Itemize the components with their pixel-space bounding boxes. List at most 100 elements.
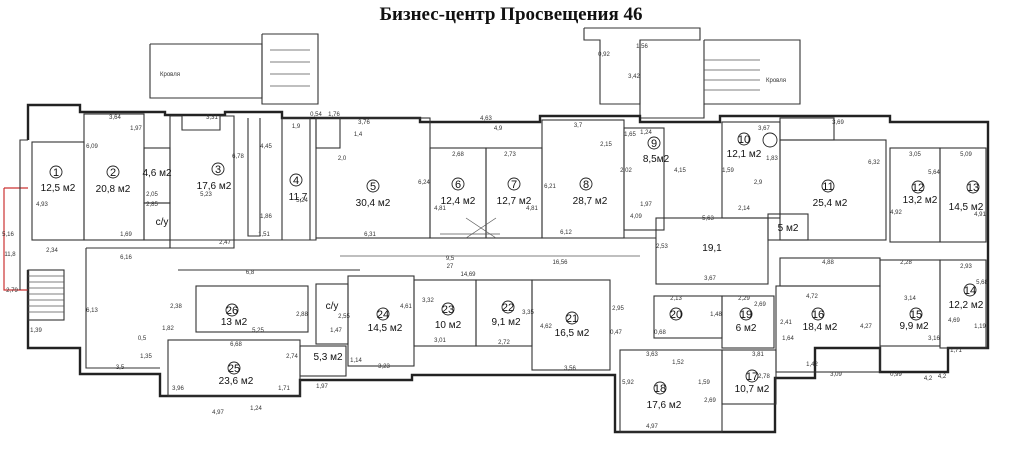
svg-text:14,69: 14,69 [460,272,476,278]
svg-text:1,48: 1,48 [710,312,722,318]
svg-text:14,5 м2: 14,5 м2 [368,323,403,334]
svg-text:2,28: 2,28 [900,260,912,266]
svg-text:12,4 м2: 12,4 м2 [441,196,476,207]
svg-text:3,09: 3,09 [830,372,842,378]
svg-text:6 м2: 6 м2 [736,323,757,334]
svg-text:19: 19 [740,309,752,321]
svg-text:1,35: 1,35 [140,354,152,360]
svg-text:12,2 м2: 12,2 м2 [949,300,984,311]
svg-text:4,45: 4,45 [260,144,272,150]
svg-text:10: 10 [738,134,750,146]
svg-text:5,64: 5,64 [928,170,940,176]
svg-text:6,31: 6,31 [364,232,376,238]
svg-text:3,69: 3,69 [832,120,844,126]
svg-text:8: 8 [583,179,589,191]
room-24: 24 14,5 м2 [368,307,403,334]
room-8: 8 28,7 м2 [573,177,608,207]
svg-text:13,2 м2: 13,2 м2 [903,195,938,206]
svg-text:6,78: 6,78 [232,154,244,160]
room-10: 10 12,1 м2 [727,132,778,160]
dimension-marks: 3,64 6,09 1,97 2,05 2,85 1,69 3,31 6,78 … [2,44,988,430]
svg-text:2,69: 2,69 [704,398,716,404]
svg-text:4,88: 4,88 [822,260,834,266]
room-11: 11 25,4 м2 [813,179,848,209]
svg-text:0,54: 0,54 [310,112,322,118]
svg-text:3: 3 [215,164,221,176]
svg-text:4,61: 4,61 [400,304,412,310]
svg-text:1,14: 1,14 [350,358,362,364]
svg-text:3,05: 3,05 [909,152,921,158]
svg-text:24: 24 [377,309,389,321]
svg-text:3,81: 3,81 [752,352,764,358]
svg-text:2,47: 2,47 [219,240,231,246]
corridor-length: 9,5 [446,256,455,262]
svg-text:2,72: 2,72 [498,340,510,346]
svg-text:6,8: 6,8 [246,270,255,276]
svg-text:4,62: 4,62 [540,324,552,330]
svg-text:2,9: 2,9 [754,180,763,186]
svg-text:0,68: 0,68 [654,330,666,336]
svg-text:2,15: 2,15 [600,142,612,148]
svg-text:3,32: 3,32 [422,298,434,304]
svg-text:20,8 м2: 20,8 м2 [96,184,131,195]
room-26: 26 13 м2 [221,303,248,328]
svg-text:2,88: 2,88 [296,312,308,318]
svg-text:2,38: 2,38 [170,304,182,310]
svg-text:6,68: 6,68 [230,342,242,348]
room-23: 23 10 м2 [435,302,462,331]
room-14: 14 12,2 м2 [949,283,984,311]
svg-text:1,97: 1,97 [130,126,142,132]
svg-text:4,72: 4,72 [806,294,818,300]
svg-text:30,4 м2: 30,4 м2 [356,198,391,209]
room-2: 2 20,8 м2 [96,165,131,195]
svg-text:5,09: 5,09 [960,152,972,158]
svg-text:13: 13 [967,182,979,194]
room-3: 3 17,6 м2 [197,162,232,192]
svg-text:25,4 м2: 25,4 м2 [813,198,848,209]
room-16: 16 18,4 м2 [803,307,838,333]
room-2a: 4,6 м2 [142,168,172,179]
room-25a: 5,3 м2 [313,352,343,363]
svg-text:12,7 м2: 12,7 м2 [497,196,532,207]
svg-text:2,85: 2,85 [146,202,158,208]
upper-structures: Кровля Кровля [149,27,801,119]
svg-text:4,69: 4,69 [948,318,960,324]
svg-text:1,56: 1,56 [636,44,648,50]
svg-text:11,8: 11,8 [4,252,16,258]
svg-text:3,23: 3,23 [378,364,390,370]
svg-text:3,5: 3,5 [116,365,125,371]
svg-text:3,42: 3,42 [628,74,640,80]
room-12: 12 13,2 м2 [903,180,938,206]
svg-text:17: 17 [746,371,758,383]
svg-text:13 м2: 13 м2 [221,317,248,328]
svg-text:20: 20 [670,309,682,321]
svg-text:2,95: 2,95 [612,306,624,312]
svg-text:14,5 м2: 14,5 м2 [949,202,984,213]
svg-text:1: 1 [53,167,59,179]
svg-text:2,05: 2,05 [146,192,158,198]
svg-text:5,16: 5,16 [2,232,14,238]
svg-text:5 м2: 5 м2 [778,223,799,234]
partitions [31,113,987,433]
svg-text:4,81: 4,81 [434,206,446,212]
svg-text:15: 15 [910,309,922,321]
svg-text:1,9: 1,9 [292,124,301,130]
room-18: 18 17,6 м2 [647,381,682,411]
svg-text:25: 25 [228,363,240,375]
svg-text:2: 2 [110,167,116,179]
svg-text:6,16: 6,16 [120,255,132,261]
svg-text:9: 9 [651,138,657,150]
svg-text:4,09: 4,09 [630,214,642,220]
svg-text:1,71: 1,71 [278,386,290,392]
room-4: 4 11,7 [289,173,308,203]
room-1: 1 12,5 м2 [41,165,76,194]
room-6: 6 12,4 м2 [441,177,476,207]
staircase-left [27,269,65,321]
svg-text:2,69: 2,69 [754,302,766,308]
svg-text:1,69: 1,69 [120,232,132,238]
svg-text:2,93: 2,93 [960,264,972,270]
svg-text:7: 7 [511,179,517,191]
svg-text:5,68: 5,68 [976,280,988,286]
svg-text:2,79: 2,79 [6,288,18,294]
svg-text:2,02: 2,02 [620,168,632,174]
